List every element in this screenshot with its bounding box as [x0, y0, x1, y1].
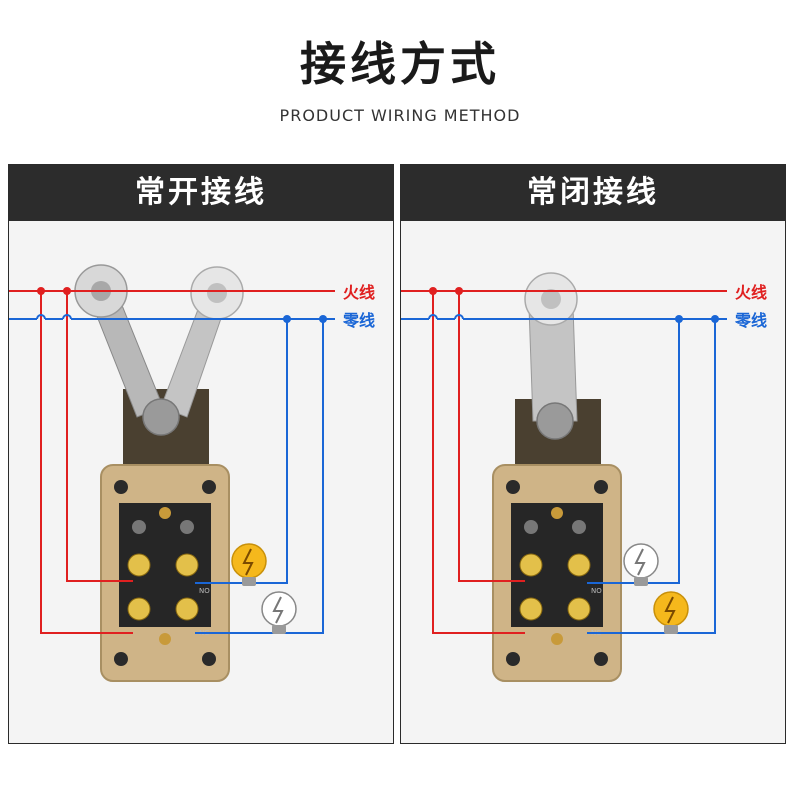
roller-arm-left [74, 264, 164, 418]
normally-closed-diagram: NO NC 火线 零线 [401, 272, 767, 682]
terminal-screws [519, 520, 591, 621]
roller-arm-right [160, 266, 244, 418]
neutral-wire-label: 零线 [734, 311, 767, 330]
roller-hub [207, 283, 227, 303]
terminal-no-label: NO [199, 587, 210, 595]
terminal-screws [127, 520, 199, 621]
arm-pivot [142, 398, 180, 436]
normally-open-diagram: NO NC 火线 零线 [9, 264, 375, 682]
normally-closed-panel: 常闭接线 NO [400, 164, 786, 744]
live-wire-label: 火线 [735, 283, 767, 302]
page-subtitle: PRODUCT WIRING METHOD [279, 106, 521, 125]
lamp-lit-icon [653, 591, 689, 634]
limit-switch: NO NC [74, 264, 244, 682]
live-wire-label: 火线 [343, 283, 375, 302]
roller-hub [541, 289, 561, 309]
roller-arm-single [524, 272, 578, 422]
lamp-lit-icon [231, 543, 267, 586]
neutral-wire-label: 零线 [342, 311, 375, 330]
normally-open-header: 常开接线 [9, 165, 393, 221]
lamp-unlit-icon [623, 543, 659, 586]
page-title: 接线方式 [300, 37, 500, 91]
terminal-no-label: NO [591, 587, 602, 595]
arm-pivot [536, 402, 574, 440]
normally-closed-header: 常闭接线 [401, 165, 785, 221]
neutral-wire [401, 314, 727, 634]
lamp-unlit-icon [261, 591, 297, 634]
normally-open-panel: 常开接线 [8, 164, 394, 744]
limit-switch: NO NC [492, 272, 622, 682]
